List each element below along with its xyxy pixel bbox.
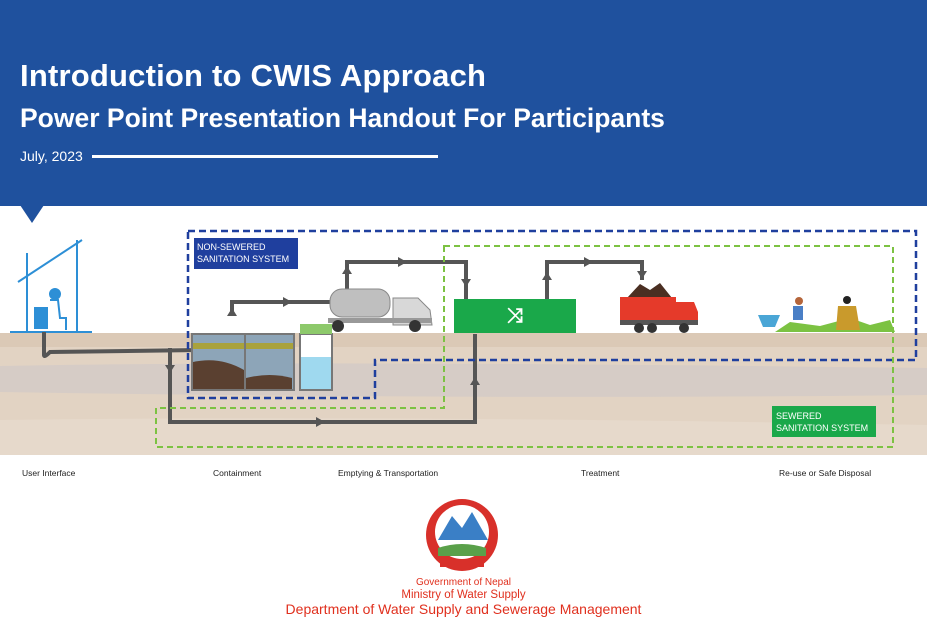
stage-label: Treatment — [581, 468, 620, 478]
dump-truck-icon — [620, 283, 698, 333]
shuffle-icon: ⤨ — [507, 305, 523, 327]
farmers-reuse-icon — [758, 296, 895, 332]
flow-arrows — [165, 257, 647, 427]
stage-label: User Interface — [22, 468, 76, 478]
banner-notch — [20, 205, 44, 223]
document-date: July, 2023 — [20, 148, 83, 164]
stage-label: Emptying & Transportation — [338, 468, 438, 478]
toilet-user-icon — [10, 239, 92, 333]
stage-label: Re-use or Safe Disposal — [779, 468, 871, 478]
treatment-plant-box — [454, 299, 576, 333]
non-sewered-boundary — [186, 229, 918, 400]
septic-tank — [191, 324, 333, 391]
sewered-label: SEWERED — [776, 411, 822, 421]
footer-department: Department of Water Supply and Sewerage … — [285, 601, 642, 617]
arrow-up-icon — [227, 308, 237, 316]
arrow-icon — [283, 297, 292, 307]
nepal-emblem-logo — [426, 499, 498, 571]
document-subtitle: Power Point Presentation Handout For Par… — [20, 103, 665, 133]
sewered-boundary — [155, 245, 894, 448]
stage-label: Containment — [213, 468, 262, 478]
arrow-up-icon — [470, 377, 480, 385]
arrow-down-icon — [637, 271, 647, 279]
arrow-icon — [398, 257, 407, 267]
arrow-icon — [316, 417, 325, 427]
footer-government: Government of Nepal — [415, 577, 512, 588]
date-divider — [92, 155, 438, 158]
arrow-up-icon — [342, 266, 352, 274]
non-sewered-label-box — [194, 238, 298, 269]
stage-labels: User Interface Containment Emptying & Tr… — [22, 468, 871, 478]
header-banner: Introduction to CWIS Approach Power Poin… — [0, 0, 927, 206]
arrow-down-icon — [461, 279, 471, 287]
arrow-up-icon — [542, 272, 552, 280]
vacuum-truck-icon — [328, 288, 433, 332]
arrow-down-icon — [165, 365, 175, 373]
non-sewered-label: NON-SEWERED — [197, 242, 266, 252]
sewered-label-box — [772, 406, 876, 437]
footer-ministry: Ministry of Water Supply — [401, 589, 526, 601]
document-title: Introduction to CWIS Approach — [20, 58, 487, 93]
non-sewered-label: SANITATION SYSTEM — [197, 254, 289, 264]
arrow-icon — [584, 257, 593, 267]
sewered-label: SANITATION SYSTEM — [776, 423, 868, 433]
